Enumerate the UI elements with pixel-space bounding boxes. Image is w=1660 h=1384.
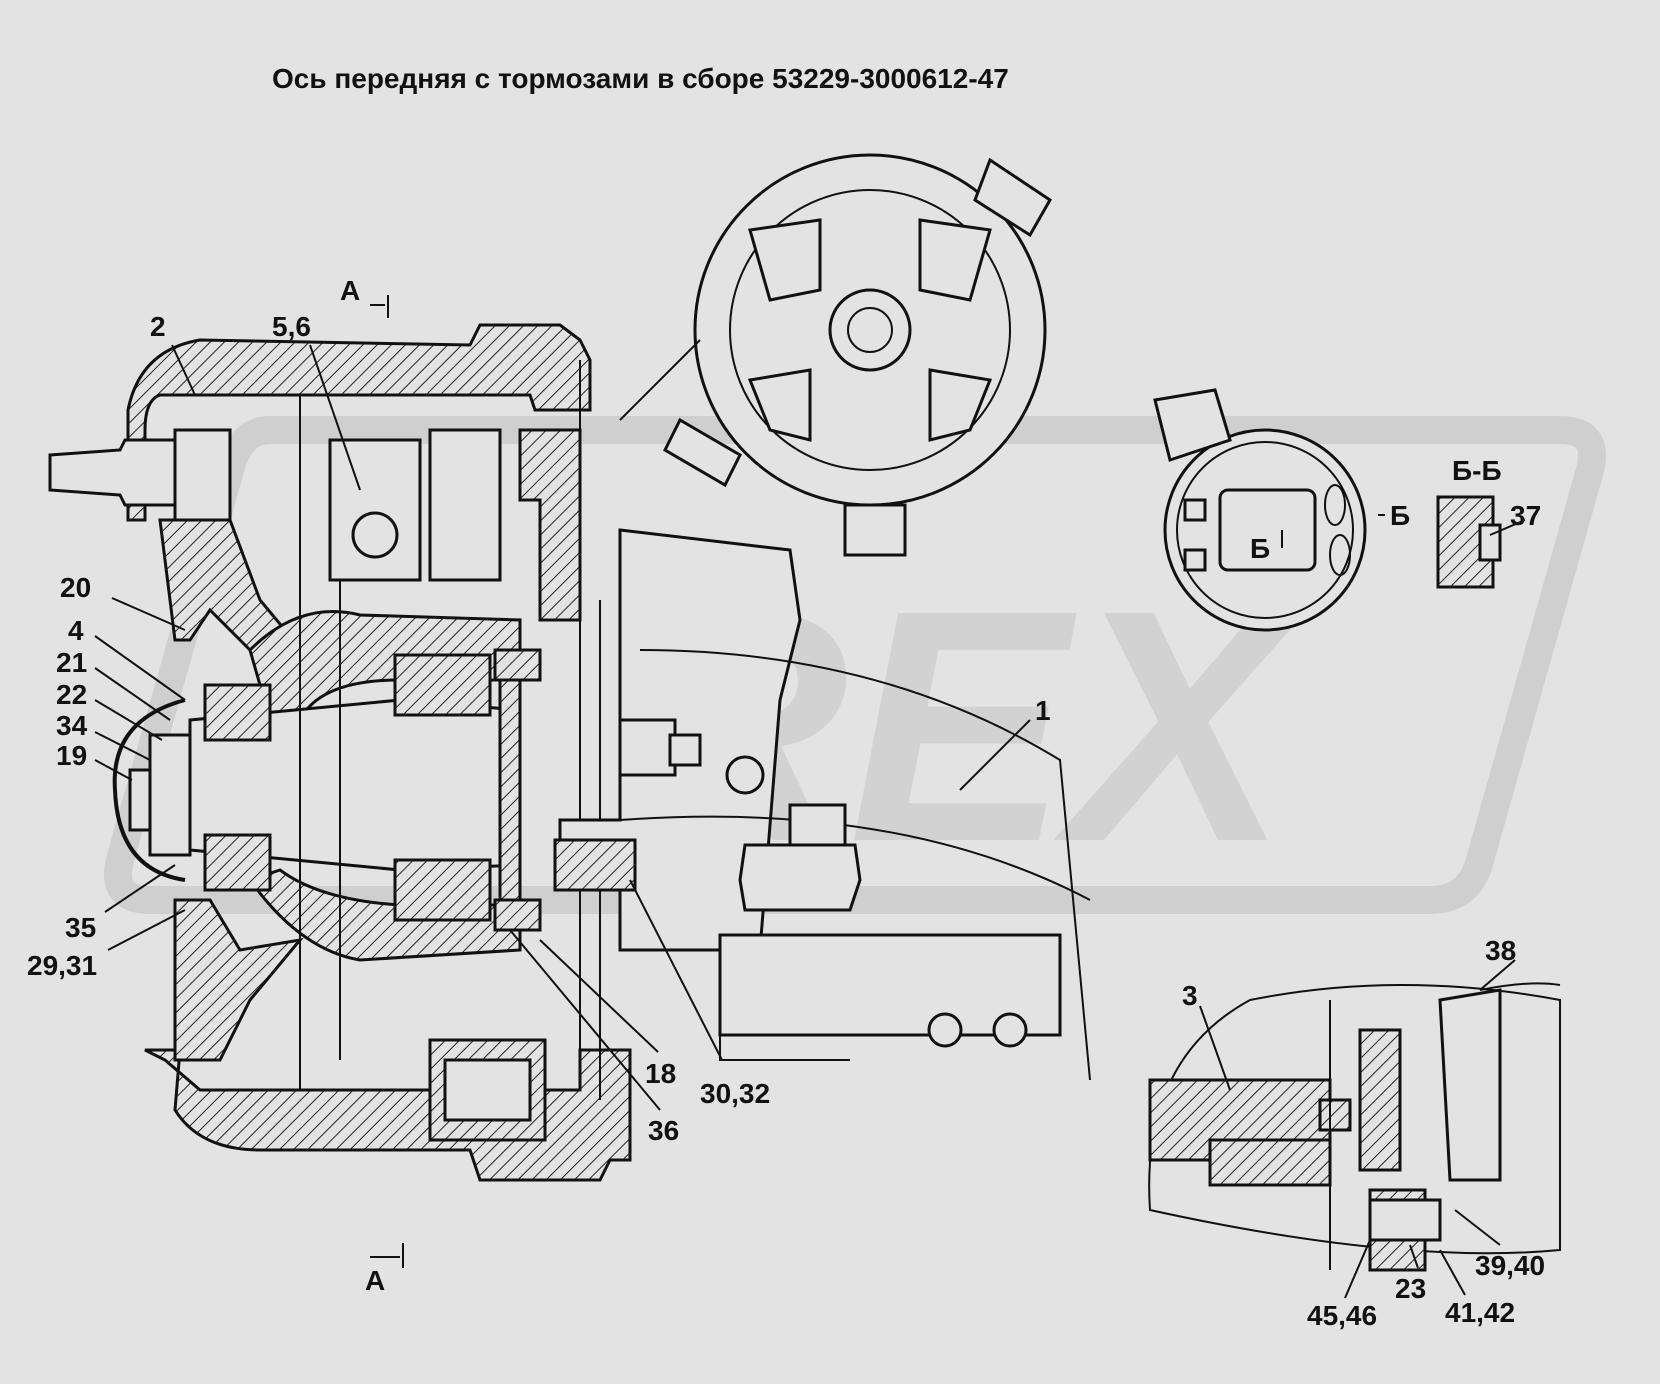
callout-label: 38 [1485, 935, 1516, 966]
callout-label: 29,31 [27, 950, 97, 981]
tie-rod-assembly [553, 528, 1091, 1081]
sensor-detail [1148, 982, 1561, 1272]
section-marks: А А Б-Б Б Б [340, 275, 1502, 1296]
brake-chamber [619, 153, 1052, 557]
callout-label: 1 [1035, 695, 1051, 726]
callout-label: 4 [68, 615, 84, 646]
callout-label: 39,40 [1475, 1250, 1545, 1281]
callout-label: 2 [150, 311, 166, 342]
callout-label: 18 [645, 1058, 676, 1089]
brake-shoe-view [1153, 388, 1367, 632]
hub-section-view [48, 323, 632, 1182]
callout-labels: 2 5,6 20 4 21 22 34 19 35 29,31 1 18 30,… [27, 311, 1545, 1331]
section-bb-title: Б-Б [1452, 455, 1502, 486]
callout-label: 22 [56, 679, 87, 710]
section-a-top-mark: А [340, 275, 360, 306]
callout-label: 37 [1510, 500, 1541, 531]
callout-label: 19 [56, 740, 87, 771]
callout-label: 45,46 [1307, 1300, 1377, 1331]
callout-label: 41,42 [1445, 1297, 1515, 1328]
section-b-detail [1436, 495, 1502, 589]
callout-label: 30,32 [700, 1078, 770, 1109]
callout-label: 3 [1182, 980, 1198, 1011]
callout-label: 36 [648, 1115, 679, 1146]
drawing-title: Ось передняя с тормозами в сборе 53229-3… [272, 63, 1009, 94]
callout-label: 35 [65, 912, 96, 943]
callout-label: 21 [56, 647, 87, 678]
callout-label: 23 [1395, 1273, 1426, 1304]
callout-label: 5,6 [272, 311, 311, 342]
callout-label: 20 [60, 572, 91, 603]
section-a-bottom-mark: А [365, 1265, 385, 1296]
section-b-mark-2: Б [1250, 533, 1270, 564]
section-b-mark-1: Б [1390, 500, 1410, 531]
callout-label: 34 [56, 710, 88, 741]
